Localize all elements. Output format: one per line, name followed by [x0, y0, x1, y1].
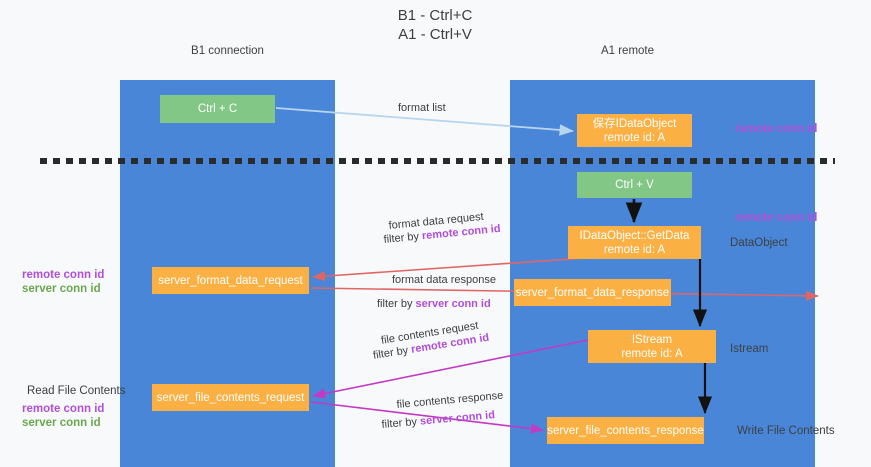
- node-server-file-contents-request-label: server_file_contents_request: [156, 391, 305, 404]
- filter-key-server-conn-id: server conn id: [415, 298, 491, 310]
- side-label-remote-conn-id-top: remote conn id: [735, 123, 818, 135]
- node-ctrl-v[interactable]: Ctrl + V: [577, 172, 692, 198]
- node-ctrl-v-label: Ctrl + V: [615, 179, 654, 191]
- side-label-left-conn-ids-file: remote conn id server conn id: [22, 402, 104, 430]
- node-idataobject[interactable]: 保存IDataObject remote id: A: [577, 114, 692, 147]
- node-server-file-contents-request[interactable]: server_file_contents_request: [152, 384, 309, 411]
- side-label-left-conn-ids-format: remote conn id server conn id: [22, 268, 104, 296]
- node-server-format-data-request[interactable]: server_format_data_request: [152, 267, 309, 294]
- diagram-title: B1 - Ctrl+C A1 - Ctrl+V: [397, 7, 473, 43]
- connector-file-contents-response: [310, 401, 544, 434]
- node-server-file-contents-response-label: server_file_contents_response: [547, 424, 704, 437]
- node-istream-line2: remote id: A: [621, 347, 683, 360]
- side-label-istream: Istream: [730, 343, 769, 355]
- node-server-file-contents-response[interactable]: server_file_contents_response: [547, 417, 704, 444]
- side-label-remote-conn-id-mid: remote conn id: [735, 212, 818, 224]
- phase-divider: [40, 158, 835, 164]
- side-label-left-server-conn-id: server conn id: [22, 283, 101, 295]
- side-label-left-remote-conn-id: remote conn id: [22, 269, 105, 281]
- swimlane-a1-header: A1 remote: [600, 45, 655, 57]
- connector-file-contents-request: [312, 339, 589, 399]
- node-server-format-data-request-label: server_format_data_request: [158, 274, 303, 287]
- side-label-left-server-conn-id: server conn id: [22, 417, 101, 429]
- node-getdata-line1: IDataObject::GetData: [579, 229, 690, 242]
- side-label-write-file-contents: Write File Contents: [737, 425, 835, 437]
- edge-label-format-data-response: format data response: [392, 274, 496, 286]
- side-label-read-file-contents: Read File Contents: [27, 385, 126, 397]
- side-label-dataobject: DataObject: [730, 237, 788, 249]
- node-ctrl-c[interactable]: Ctrl + C: [160, 95, 275, 123]
- node-ctrl-c-label: Ctrl + C: [197, 103, 238, 115]
- swimlane-b1-header: B1 connection: [191, 45, 264, 57]
- node-idataobject-line2: remote id: A: [603, 131, 666, 144]
- node-server-format-data-response[interactable]: server_format_data_response: [514, 279, 671, 306]
- filter-prefix: filter by: [381, 415, 421, 431]
- side-label-left-remote-conn-id: remote conn id: [22, 403, 105, 415]
- node-istream[interactable]: IStream remote id: A: [588, 330, 716, 363]
- edge-label-format-list: format list: [398, 102, 446, 114]
- filter-prefix: filter by: [377, 298, 416, 310]
- node-idataobject-line1: 保存IDataObject: [592, 117, 677, 130]
- filter-prefix: filter by: [383, 230, 423, 246]
- node-server-format-data-response-label: server_format_data_response: [515, 286, 670, 299]
- node-idataobject-getdata[interactable]: IDataObject::GetData remote id: A: [568, 226, 701, 259]
- node-istream-line1: IStream: [631, 333, 673, 346]
- connector-format-list: [275, 107, 574, 136]
- edge-label-format-data-response-filter: filter by server conn id: [377, 297, 491, 311]
- node-getdata-line2: remote id: A: [603, 243, 666, 256]
